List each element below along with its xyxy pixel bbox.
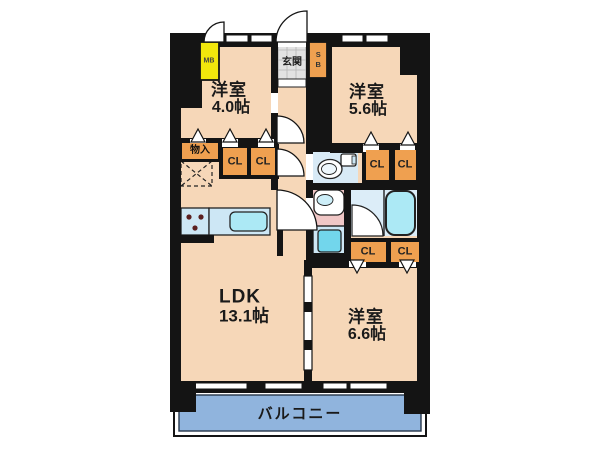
ldk-area: 13.1帖 [218,306,270,326]
door-arcs [203,10,318,231]
wall-washroom-top [306,183,364,190]
wall-wash-bath [344,183,351,262]
closet-label-6: CL [397,245,413,258]
wall-room-c-top [304,260,430,268]
wall-left [170,33,181,390]
window-bottom-3 [322,382,348,390]
window-bottom-2 [264,382,303,390]
toilet-room [313,150,358,183]
balcony-pillar-left [170,381,196,412]
closet-box-2 [251,148,275,175]
balcony-label: バルコニー [257,405,343,423]
bathtub-icon [385,190,416,236]
closet-door-marker-5 [399,130,417,146]
room-b-area: 5.6帖 [348,101,388,118]
room-a-area: 4.0帖 [211,99,251,116]
partition-post-top [304,260,312,276]
door-markers [189,127,417,275]
window-bottom-1 [192,382,248,390]
closet-label-2: CL [255,155,271,168]
washbasin-icon [313,189,345,216]
meter-box-label: MB [203,57,215,65]
sliding-partition [303,275,313,371]
closet-door-marker-7 [398,259,416,275]
toilet-icon [317,153,357,180]
closet-door-marker-3 [257,127,275,143]
hallway-door-arc-1 [276,115,305,144]
closet-door-marker-2 [221,127,239,143]
room-b-name: 洋室 [349,82,385,102]
washing-machine-icon [312,225,347,257]
balcony [170,381,430,437]
window-top-3 [341,34,364,43]
closet-label-3: CL [369,158,385,171]
stove-icon [180,207,210,236]
closet-door-marker-1 [189,127,207,143]
ldk-name: LDK [218,286,262,308]
closet-label-1: CL [227,155,243,168]
meter-box-door-arc [203,21,225,43]
entrance-step [277,78,307,88]
wall-corridor-left [271,40,278,190]
bathroom [351,190,417,237]
closet-label-5: CL [360,245,376,258]
closet-box-5 [351,242,386,262]
wall-washroom-bottom [306,253,351,262]
wall-kitchen-end [181,235,214,243]
room-a-name: 洋室 [211,80,247,100]
storage-box [182,143,218,159]
room-c-name: 洋室 [348,307,384,327]
balcony-pillar-right [404,381,430,414]
room-c-area: 6.6帖 [347,326,387,343]
closet-box-6 [391,242,419,262]
wall-bathroom-top [346,183,430,190]
closet-label-4: CL [397,158,413,171]
closet-box-3 [366,150,389,180]
pillar-top-right [400,33,430,75]
window-bottom-4 [349,382,388,390]
window-top-4 [365,34,389,43]
closet-door-marker-4 [362,130,380,146]
pillar-top-left [170,33,202,108]
ldk-door-arc [276,189,318,231]
entrance-door-arc [275,10,308,43]
bathroom-door-arc [351,204,384,237]
kitchen-sink-icon [229,211,268,232]
closet-box-1 [223,148,247,175]
wall-right [417,33,430,392]
balcony-floor [178,394,422,432]
window-top-2 [250,34,273,43]
shoe-box [308,41,328,79]
closet-box-4 [395,150,416,180]
partition-post-bottom [304,370,312,383]
closet-door-marker-6 [348,259,366,275]
shoe-box-label: SB [313,50,323,70]
storage-label: 物入 [190,145,210,156]
entrance-label: 玄関 [282,57,302,68]
wall-corridor-left-lower [277,230,283,256]
hallway-door-arc-2 [276,148,305,177]
windows [192,34,389,390]
closet-boxes [182,143,419,262]
window-top-1 [225,34,249,43]
washroom [312,188,347,257]
kitchen-counter [180,207,271,236]
